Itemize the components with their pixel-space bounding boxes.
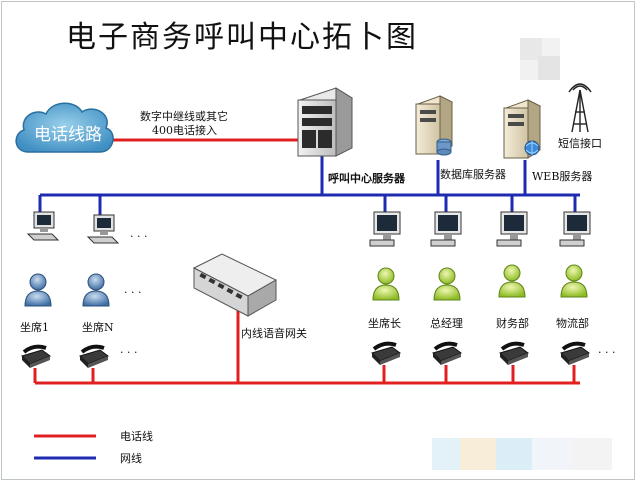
user-icon	[82, 273, 110, 307]
user-icon	[372, 267, 400, 301]
gateway-label: 内线语音网关	[241, 326, 307, 340]
web-server-label: WEB服务器	[532, 170, 592, 183]
antenna-icon	[568, 83, 592, 133]
staff-label-2: 总经理	[430, 316, 463, 330]
computer-left-1	[26, 211, 60, 241]
legend: 电话线 网线	[34, 429, 153, 465]
call-center-server-label: 呼叫中心服务器	[328, 171, 406, 185]
telephone-icon	[560, 341, 591, 365]
user-icon	[433, 267, 461, 301]
telephone-icon	[371, 341, 402, 365]
legend-network-line-label: 网线	[120, 451, 142, 465]
computer-right-2	[430, 211, 462, 247]
desktop-computer-icon	[86, 214, 120, 244]
web-server-icon	[503, 99, 542, 159]
network-lines	[38, 150, 580, 218]
trunk-note-line2: 400电话接入	[152, 124, 217, 137]
telephone-icon	[499, 341, 530, 365]
ellipsis-phones-right: · · ·	[598, 346, 615, 359]
computer-right-4	[559, 211, 591, 247]
computer-right-3	[496, 211, 528, 247]
user-icon	[24, 273, 52, 307]
desktop-computer-icon	[430, 211, 462, 247]
cloud-label: 电话线路	[34, 125, 102, 145]
staff-label-4: 物流部	[556, 316, 589, 330]
ellipsis-phones-left: · · ·	[120, 346, 137, 359]
computer-left-2	[86, 214, 120, 244]
desktop-computer-icon	[26, 211, 60, 241]
staff-label-1: 坐席长	[368, 316, 401, 330]
diagram-title: 电子商务呼叫中心拓卜图	[66, 20, 418, 55]
trunk-note-line1: 数字中继线或其它	[140, 109, 228, 123]
sms-interface-label: 短信接口	[558, 136, 602, 150]
network-switch-icon	[192, 253, 278, 317]
telephone-icon	[432, 341, 463, 365]
desktop-computer-icon	[559, 211, 591, 247]
agent-label-1: 坐席1	[20, 320, 49, 334]
agent-label-2: 坐席N	[82, 320, 114, 334]
legend-phone-line-label: 电话线	[120, 429, 153, 443]
watermark-blur	[432, 38, 612, 470]
user-icon	[560, 264, 588, 298]
computer-right-1	[369, 211, 401, 247]
call-center-server-icon	[297, 87, 354, 157]
ellipsis-computers: · · ·	[130, 230, 147, 243]
database-server-icon	[415, 95, 454, 156]
telephone-icon	[79, 344, 110, 368]
desktop-computer-icon	[369, 211, 401, 247]
cloud-icon	[15, 102, 114, 153]
database-server-label: 数据库服务器	[440, 167, 506, 181]
telephone-icon	[21, 344, 52, 368]
phone-lines	[33, 138, 580, 385]
ellipsis-agents: · · ·	[124, 286, 141, 299]
desktop-computer-icon	[496, 211, 528, 247]
staff-label-3: 财务部	[496, 316, 529, 330]
user-icon	[498, 264, 526, 298]
